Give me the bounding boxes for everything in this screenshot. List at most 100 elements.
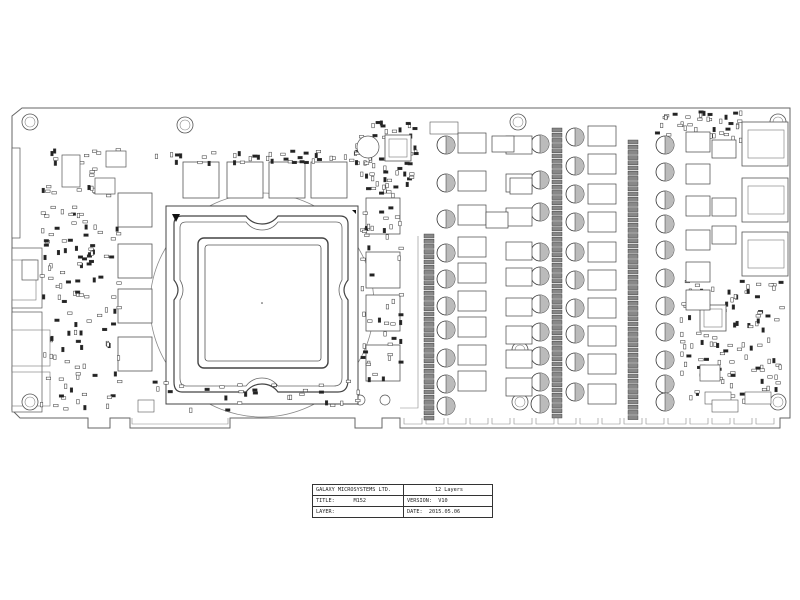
smd-part — [383, 177, 387, 183]
mosfet — [551, 335, 563, 341]
smd-part — [106, 194, 112, 198]
mosfet — [551, 231, 563, 237]
smd-part — [71, 221, 77, 225]
smd-part — [713, 341, 717, 347]
smd-part — [377, 317, 381, 323]
choke — [587, 297, 617, 319]
smd-part — [340, 400, 344, 406]
smd-part — [88, 259, 94, 263]
mosfet — [627, 144, 639, 150]
title-block-row-2: TITLE: M152 VERSION: V10 — [313, 496, 492, 507]
choke — [505, 267, 533, 287]
pin1-marker — [172, 214, 180, 222]
smd-part — [721, 378, 725, 384]
smd-part — [86, 262, 92, 266]
finger-tab — [667, 418, 687, 425]
mosfet — [423, 265, 435, 270]
smd-part — [730, 371, 736, 375]
bracket-connector — [11, 147, 21, 239]
smd-part — [754, 295, 760, 299]
dp-port — [11, 329, 51, 367]
mosfet — [423, 275, 435, 280]
smd-part — [362, 211, 368, 215]
mounting-hole — [509, 113, 527, 131]
smd-part — [45, 189, 51, 193]
smd-part — [712, 127, 716, 133]
smd-part — [398, 246, 404, 250]
smd-part — [719, 131, 725, 135]
mosfet — [423, 343, 435, 348]
smd-part — [53, 148, 57, 154]
smd-part — [48, 276, 54, 280]
choke — [587, 269, 617, 291]
finger-tab — [689, 418, 709, 425]
mosfet — [551, 164, 563, 169]
smd-part — [385, 234, 389, 240]
smd-part — [778, 280, 784, 284]
smd-part — [774, 387, 778, 393]
smd-part — [379, 210, 385, 214]
smd-part — [364, 233, 370, 237]
mosfet — [627, 410, 639, 415]
smd-part — [58, 394, 64, 398]
smd-part — [680, 331, 684, 337]
smd-part — [746, 288, 750, 294]
finger-tab — [579, 418, 599, 425]
smd-part — [707, 112, 713, 116]
mosfet — [627, 207, 639, 212]
smd-part — [152, 380, 158, 384]
mounting-hole — [769, 393, 787, 411]
power-connector-2-body — [747, 185, 785, 215]
smd-part — [82, 363, 86, 369]
mosfet — [551, 398, 563, 403]
smd-part — [711, 286, 715, 292]
smd-part — [384, 321, 390, 325]
mosfet — [551, 304, 563, 309]
capacitor-polarity — [575, 213, 584, 231]
smd-part — [318, 383, 324, 387]
smd-part — [302, 388, 308, 392]
smd-part — [748, 325, 754, 329]
smd-part — [63, 407, 69, 411]
smd-part — [382, 228, 386, 234]
choke — [457, 344, 487, 366]
mosfet — [627, 248, 639, 254]
mosfet — [627, 243, 639, 249]
smd-part — [407, 162, 413, 166]
smd-part — [110, 237, 116, 241]
smd-part — [268, 151, 272, 157]
memory-chip-right — [365, 344, 401, 382]
capacitor-polarity — [540, 395, 549, 413]
smd-part — [179, 153, 183, 159]
smd-part — [76, 399, 80, 405]
smd-part — [61, 239, 67, 243]
smd-part — [761, 388, 767, 392]
smd-part — [67, 330, 71, 336]
choke — [685, 195, 711, 217]
mosfet — [551, 377, 563, 382]
capacitor-polarity — [575, 243, 584, 261]
mosfet — [627, 170, 639, 176]
mosfet — [627, 285, 639, 290]
smd-part — [716, 342, 720, 348]
smd-part — [84, 295, 90, 299]
smd-part — [69, 387, 73, 393]
capacitor-polarity — [575, 157, 584, 175]
mosfet — [551, 372, 563, 377]
corner-marker-tr — [352, 210, 356, 214]
smd-part — [60, 209, 64, 215]
smd-part — [90, 250, 94, 256]
smd-part — [233, 160, 237, 166]
smd-part — [74, 365, 80, 369]
smd-part — [61, 347, 65, 353]
smd-part — [113, 308, 117, 314]
smd-part — [355, 160, 359, 166]
smd-part — [735, 320, 739, 326]
smd-part — [390, 322, 396, 326]
capacitor-polarity — [540, 203, 549, 221]
smd-part — [398, 293, 404, 297]
mosfet — [423, 410, 435, 415]
smd-part — [756, 318, 760, 324]
mosfet — [627, 332, 639, 337]
capacitor-polarity — [540, 347, 549, 365]
